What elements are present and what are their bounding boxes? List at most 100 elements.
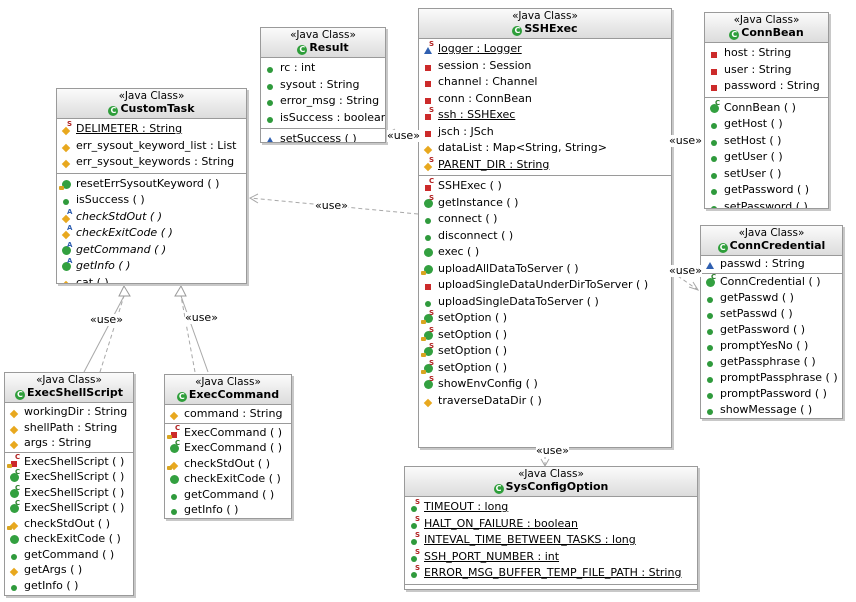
- operation[interactable]: cat ( ): [57, 275, 246, 283]
- operation[interactable]: getPasswd ( ): [701, 290, 842, 306]
- operation[interactable]: getCommand ( ): [165, 487, 291, 503]
- public-method-icon: [703, 324, 717, 336]
- attribute[interactable]: channel : Channel: [419, 74, 671, 91]
- attribute[interactable]: host : String: [705, 45, 828, 62]
- public-method-icon: [707, 118, 721, 130]
- public-method-icon: [703, 356, 717, 368]
- protected-method-icon: [421, 395, 435, 407]
- operation[interactable]: getInfo ( ): [5, 578, 133, 594]
- operation[interactable]: getCommand ( ): [5, 547, 133, 563]
- operation[interactable]: getPassword ( ): [701, 322, 842, 338]
- operation[interactable]: uploadAllDataToServer ( ): [419, 261, 671, 278]
- attribute[interactable]: isSuccess : boolean: [261, 110, 385, 127]
- attribute[interactable]: err_sysout_keywords : String: [57, 154, 246, 171]
- operation[interactable]: promptYesNo ( ): [701, 338, 842, 354]
- operation[interactable]: exec ( ): [419, 244, 671, 261]
- attribute[interactable]: dataList : Map<String, String>: [419, 140, 671, 157]
- operation[interactable]: getPassphrase ( ): [701, 354, 842, 370]
- operation[interactable]: disconnect ( ): [419, 228, 671, 245]
- operation[interactable]: showMessage ( ): [701, 402, 842, 418]
- operation[interactable]: promptPassword ( ): [701, 386, 842, 402]
- attribute[interactable]: error_msg : String: [261, 93, 385, 110]
- attribute[interactable]: shellPath : String: [5, 420, 133, 436]
- attribute[interactable]: passwd : String: [701, 256, 842, 273]
- attribute[interactable]: args : String: [5, 435, 133, 451]
- operation[interactable]: checkExitCode ( ): [165, 471, 291, 487]
- attribute[interactable]: rc : int: [261, 60, 385, 77]
- public-method-icon: [421, 246, 435, 258]
- operation[interactable]: getArgs ( ): [5, 562, 133, 578]
- operation[interactable]: checkExitCode ( ): [5, 531, 133, 547]
- attribute[interactable]: err_sysout_keyword_list : List: [57, 138, 246, 155]
- operation[interactable]: setUser ( ): [705, 166, 828, 183]
- operation[interactable]: checkStdOut ( ): [165, 456, 291, 472]
- attribute[interactable]: session : Session: [419, 58, 671, 75]
- attribute[interactable]: password : String: [705, 78, 828, 95]
- operation[interactable]: isSuccess ( ): [57, 192, 246, 209]
- operation[interactable]: setPassword ( ): [705, 199, 828, 208]
- operation[interactable]: setSuccess ( ): [261, 131, 385, 142]
- operation[interactable]: uploadSingleDataUnderDirToServer ( ): [419, 277, 671, 294]
- attribute[interactable]: sysout : String: [261, 77, 385, 94]
- attribute[interactable]: jsch : JSch: [419, 124, 671, 141]
- operation[interactable]: promptPassphrase ( ): [701, 370, 842, 386]
- operation[interactable]: uploadSingleDataToServer ( ): [419, 294, 671, 311]
- operation[interactable]: setHost ( ): [705, 133, 828, 150]
- operation[interactable]: checkStdOut ( ): [5, 516, 133, 532]
- operation[interactable]: getPassword ( ): [705, 182, 828, 199]
- operation[interactable]: getUser ( ): [705, 149, 828, 166]
- static-package-field-icon: S: [421, 40, 435, 55]
- operation[interactable]: resetErrSysoutKeyword ( ): [57, 176, 246, 193]
- private-constructor-icon: C: [7, 453, 21, 468]
- operation[interactable]: connect ( ): [419, 211, 671, 228]
- operation[interactable]: getHost ( ): [705, 116, 828, 133]
- operation[interactable]: getInfo ( ): [165, 502, 291, 518]
- attribute[interactable]: command : String: [165, 406, 291, 422]
- operation[interactable]: setPasswd ( ): [701, 306, 842, 322]
- attribute[interactable]: conn : ConnBean: [419, 91, 671, 108]
- static-public-method-icon: S: [421, 342, 435, 357]
- attributes: rc : int sysout : String error_msg : Str…: [261, 58, 385, 129]
- attribute[interactable]: user : String: [705, 62, 828, 79]
- attribute[interactable]: workingDir : String: [5, 404, 133, 420]
- static-public-method-icon: S: [421, 309, 435, 324]
- operation[interactable]: traverseDataDir ( ): [419, 393, 671, 410]
